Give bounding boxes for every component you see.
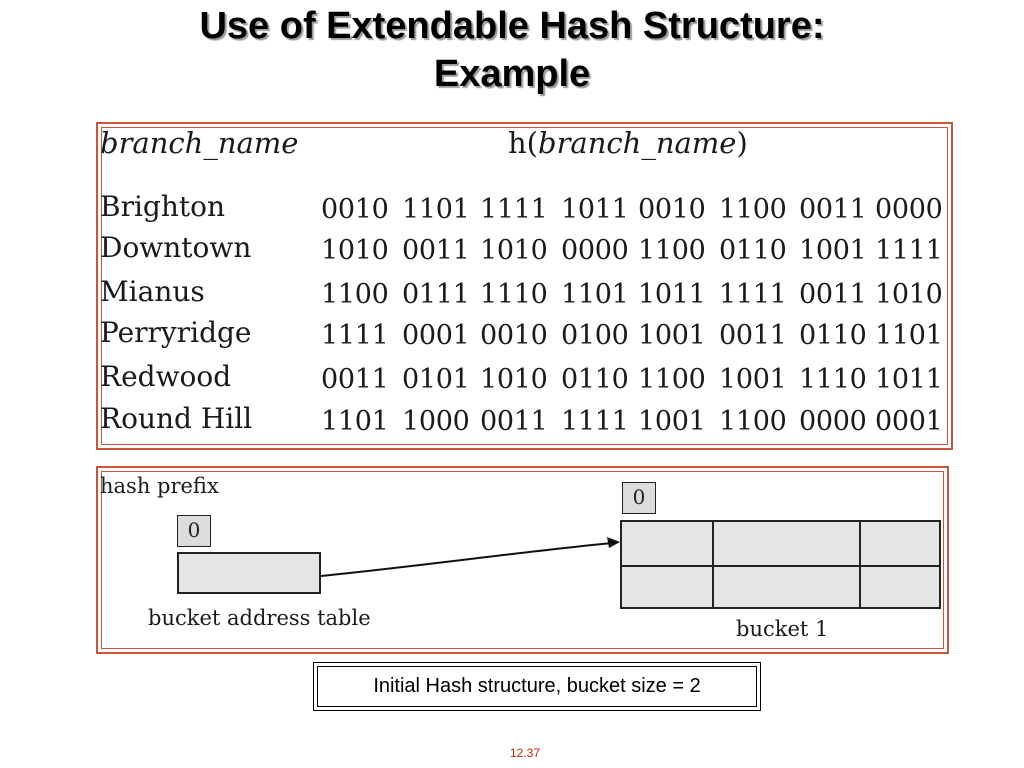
hash-bit-group: 0010 <box>638 194 706 225</box>
global-depth-box: 0 <box>177 515 211 547</box>
hash-bit-group: 0000 <box>799 406 867 437</box>
hash-bit-group: 1011 <box>875 364 943 395</box>
hash-bit-group: 0111 <box>402 279 470 310</box>
hash-bit-group: 1101 <box>402 194 470 225</box>
hash-bit-group: 1111 <box>875 235 943 266</box>
hash-bit-group: 0011 <box>321 364 389 395</box>
hash-bit-group: 0101 <box>402 364 470 395</box>
hash-bit-group: 1100 <box>719 406 787 437</box>
branch-name-cell: Redwood <box>100 360 232 393</box>
bucket-1 <box>620 520 941 609</box>
bucket-address-table-entry <box>177 552 321 594</box>
slide-number: 12.37 <box>509 746 541 760</box>
slide-title-line-1: Use of Extendable Hash Structure: <box>199 5 825 47</box>
caption-box: Initial Hash structure, bucket size = 2 <box>313 662 761 711</box>
hash-bit-group: 1001 <box>719 364 787 395</box>
hash-bit-group: 1001 <box>799 235 867 266</box>
bucket-row-divider <box>622 565 939 567</box>
hash-bit-group: 0011 <box>402 235 470 266</box>
hash-bit-group: 1010 <box>321 235 389 266</box>
hash-bit-group: 0001 <box>875 406 943 437</box>
hash-bit-group: 0011 <box>799 194 867 225</box>
bucket-column-divider-2 <box>859 522 861 607</box>
hash-bit-group: 1111 <box>480 194 548 225</box>
hash-bit-group: 1110 <box>480 279 548 310</box>
hash-bit-group: 0110 <box>561 364 629 395</box>
bucket-column-divider-1 <box>712 522 714 607</box>
hash-bit-group: 0110 <box>719 235 787 266</box>
hash-bit-group: 1010 <box>480 364 548 395</box>
hash-bit-group: 1101 <box>875 320 943 351</box>
branch-name-column-header: branch_name <box>100 126 299 160</box>
hash-bit-group: 1001 <box>638 320 706 351</box>
hash-bit-group: 1100 <box>719 194 787 225</box>
hash-bit-group: 1111 <box>719 279 787 310</box>
branch-name-cell: Mianus <box>100 275 205 308</box>
hash-bit-group: 0110 <box>799 320 867 351</box>
hash-bit-group: 0010 <box>480 320 548 351</box>
hash-bit-group: 1010 <box>875 279 943 310</box>
hash-bit-group: 1101 <box>561 279 629 310</box>
hash-bit-group: 1111 <box>561 406 629 437</box>
hash-bit-group: 0100 <box>561 320 629 351</box>
hash-bit-group: 1001 <box>638 406 706 437</box>
bucket-label: bucket 1 <box>736 617 829 641</box>
hash-bit-group: 0010 <box>321 194 389 225</box>
hash-bit-group: 1011 <box>561 194 629 225</box>
branch-name-cell: Brighton <box>100 190 226 223</box>
hash-bit-group: 1110 <box>799 364 867 395</box>
hash-bit-group: 1111 <box>321 320 389 351</box>
hash-bit-group: 1100 <box>321 279 389 310</box>
branch-name-cell: Downtown <box>100 231 252 264</box>
local-depth-box: 0 <box>622 482 656 514</box>
hash-function-arg: branch_name <box>538 126 737 160</box>
hash-bit-group: 1010 <box>480 235 548 266</box>
hash-bit-group: 0011 <box>480 406 548 437</box>
hash-bit-group: 0011 <box>719 320 787 351</box>
hash-table-figure <box>96 122 953 450</box>
hash-function-open: h( <box>508 126 538 160</box>
hash-bit-group: 1000 <box>402 406 470 437</box>
branch-name-cell: Round Hill <box>100 402 253 435</box>
hash-bit-group: 1100 <box>638 364 706 395</box>
hash-bit-group: 1100 <box>638 235 706 266</box>
caption-text: Initial Hash structure, bucket size = 2 <box>317 666 757 707</box>
hash-bit-group: 0011 <box>799 279 867 310</box>
slide-title-line-2: Example <box>433 53 591 95</box>
bucket-address-table-label: bucket address table <box>148 606 371 630</box>
branch-name-cell: Perryridge <box>100 316 252 349</box>
hash-function-close: ) <box>736 126 748 160</box>
hash-bit-group: 1011 <box>638 279 706 310</box>
hash-bit-group: 1101 <box>321 406 389 437</box>
hash-prefix-label: hash prefix <box>100 474 219 498</box>
hash-bit-group: 0001 <box>402 320 470 351</box>
hash-column-header: h(branch_name) <box>508 126 748 160</box>
hash-bit-group: 0000 <box>561 235 629 266</box>
hash-bit-group: 0000 <box>875 194 943 225</box>
